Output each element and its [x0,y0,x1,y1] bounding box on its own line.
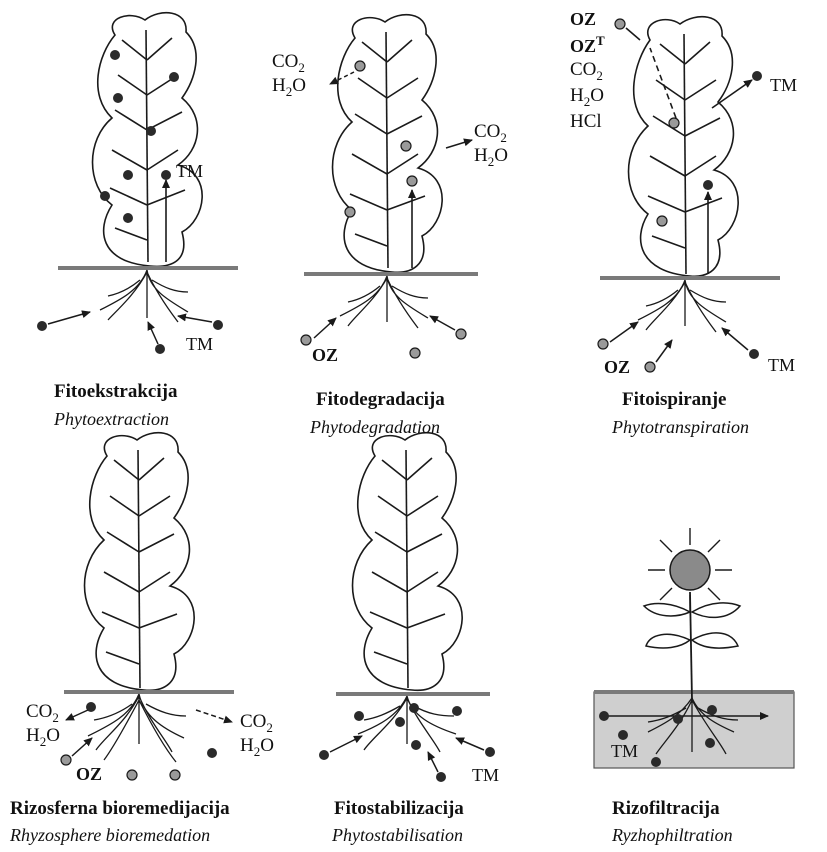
roots [358,696,456,752]
panel-title: Rizosferna bioremedijacija [10,798,230,820]
label-tm: TM [472,766,499,784]
panel-subtitle: Rhyzosphere bioremedation [10,825,210,846]
panel-rhizosphere-bioremediation [61,433,234,780]
panel-subtitle: Phytostabilisation [332,825,463,846]
co2-h2o-label: CO2 H2O [240,712,274,758]
volatilization-path [650,48,676,118]
release-arrows [314,72,472,338]
panel-subtitle: Phytotranspiration [612,417,749,438]
panel-title: Fitoispiranje [622,389,727,411]
label-oz: OZ [570,10,596,28]
label-oz: OZ [604,358,630,376]
roots [340,276,428,328]
co2-h2o-label: CO2 H2O [26,702,60,748]
roots [88,694,186,762]
plant-stem-branches [370,450,445,688]
plant-stem-branches [102,450,177,688]
plant-leaves [629,17,739,277]
panel-phytodegradation [301,15,478,358]
co2-h2o-label: CO2 H2O [272,52,306,98]
oz-release-arrow [626,28,640,40]
label-tm: TM [770,76,797,94]
label-tm: TM [768,356,795,374]
roots [100,270,188,322]
label-tm: TM [176,162,203,180]
plant-stem-branches [110,30,185,262]
plant-stem-branches [648,34,722,274]
panel-phytoextraction [37,13,238,354]
flower-stem [690,592,692,700]
roots [638,280,726,332]
soil-arrows [610,322,748,362]
flower-leaves [644,603,740,648]
panel-title: Fitodegradacija [316,389,445,411]
label-tm: TM [186,335,213,353]
label-tm: TM [611,742,638,760]
tm-release-arrow [712,80,752,108]
panel-phytostabilisation [319,433,495,782]
panel-title: Fitoekstrakcija [54,381,177,403]
panel-title: Rizofiltracija [612,798,720,820]
co2-h2o-label: CO2 H2O [474,122,508,168]
panel-rhizofiltration [594,528,794,768]
panel-subtitle: Phytodegradation [310,417,440,438]
release-products: CO2 H2O HCl [570,60,604,131]
metal-dots [37,50,223,354]
label-oz-transformed: OZT [570,34,605,55]
label-oz: OZ [76,765,102,783]
degradation-arrows [66,710,232,756]
panel-subtitle: Phytoextraction [54,409,169,430]
panel-title: Fitostabilizacija [334,798,464,820]
metal-dots [703,71,762,359]
label-oz: OZ [312,346,338,364]
panel-phytotranspiration [598,17,780,372]
panel-subtitle: Ryzhophiltration [612,825,733,846]
